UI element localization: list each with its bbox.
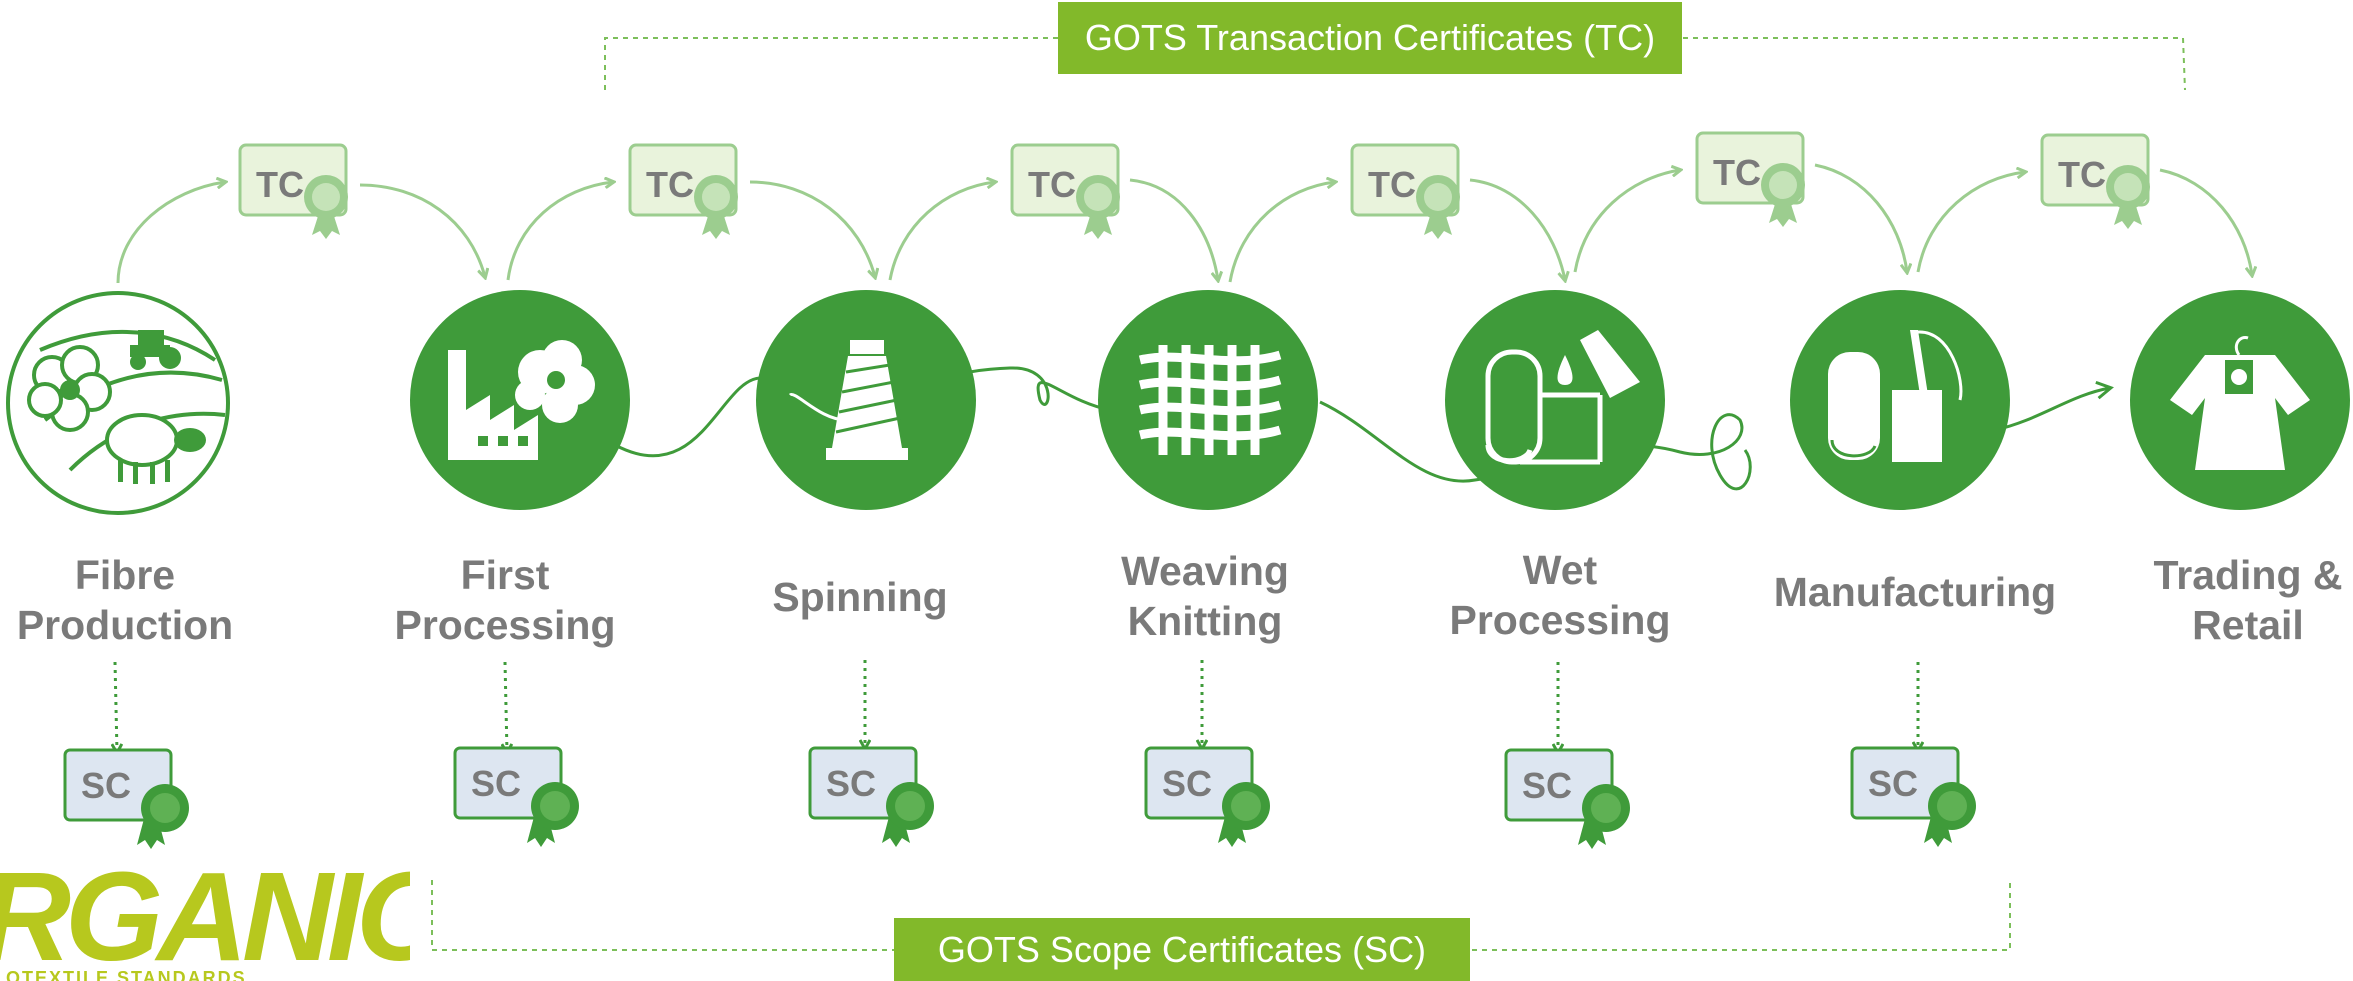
sc-certificate-icon: SC [63,748,189,849]
garment-tag-icon [2130,290,2350,510]
tc-arrow-in [2159,168,2252,275]
sc-label: SC [471,763,521,804]
logo-wordmark: RGANIC [0,868,410,981]
stage-label-line: First [460,552,550,598]
stage-label-wet-processing: Wet Processing [1435,545,1685,645]
stage-label-weaving-knitting: Weaving Knitting [1080,546,1330,646]
tc-label: TC [1713,152,1761,193]
tc-arrow-out [116,182,225,284]
tc-label: TC [1368,164,1416,205]
stage-label-line: Manufacturing [1773,569,2057,615]
tc-label: TC [646,164,694,205]
tc-arrow-out [1573,170,1680,273]
stage-label-line: Trading & [2153,552,2343,598]
stage-label-fibre-production: Fibre Production [0,550,250,650]
woven-fabric-icon [1098,290,1318,510]
stage-label-line: Weaving [1121,548,1289,594]
stage-label-line: Processing [1449,597,1671,643]
sc-certificates: SC SC SC SC SC [63,746,1976,849]
sc-arrow [115,661,117,752]
stage-label-line: Spinning [772,574,948,620]
tc-certificate-icon: TC [1010,143,1120,239]
tc-arrow-in [1129,178,1218,280]
dyeing-icon [1445,290,1665,510]
sc-label: SC [1162,763,1212,804]
stage-label-trading-retail: Trading & Retail [2128,550,2353,650]
stage-label-first-processing: First Processing [380,550,630,650]
tc-label: TC [1028,164,1076,205]
tc-certificates: TC TC TC TC TC [238,131,2150,239]
tc-certificate-icon: TC [1350,143,1460,239]
sc-bracket-line [431,880,2011,951]
sewing-icon [1790,290,2010,510]
tc-arrow-out [888,182,995,281]
yarn-spool-icon [756,290,976,510]
sc-arrow [505,661,507,752]
stage-label-line: Fibre [74,552,176,598]
stage-label-line: Processing [394,602,616,648]
factory-icon [410,290,630,510]
stage-label-manufacturing: Manufacturing [1760,567,2070,617]
tc-certificate-icon: TC [1695,131,1805,227]
gots-logo: RGANIC OTEXTILE STANDARDS [0,868,410,981]
stage-label-line: Knitting [1127,598,1283,644]
tc-arrow-in [1469,178,1565,280]
sc-certificate-icon: SC [1850,746,1976,847]
stage-label-line: Wet [1522,547,1598,593]
tc-label: TC [2058,154,2106,195]
sc-certificate-icon: SC [808,746,934,847]
yarn-flow-line [614,366,2110,491]
sc-banner: GOTS Scope Certificates (SC) [894,918,1470,981]
stage-label-line: Retail [2192,602,2304,648]
tc-certificate-icon: TC [238,143,348,239]
tc-arrow-out [1228,182,1335,283]
tc-arrow-in [749,180,875,277]
tc-arrow-out [506,182,613,281]
sc-label: SC [826,763,876,804]
stage-label-spinning: Spinning [735,572,985,622]
tc-label: TC [256,164,304,205]
farm-icon [6,291,230,515]
sc-label: SC [1522,765,1572,806]
stage-label-line: Production [16,602,234,648]
sc-certificate-icon: SC [1144,746,1270,847]
sc-label: SC [1868,763,1918,804]
sc-label: SC [81,765,131,806]
logo-subtitle: OTEXTILE STANDARDS [6,968,247,981]
tc-certificate-icon: TC [2040,133,2150,229]
tc-banner: GOTS Transaction Certificates (TC) [1058,2,1682,74]
sc-certificate-icon: SC [1504,748,1630,849]
tc-arrow-in [1814,163,1907,272]
tc-arrow-in [359,183,485,277]
tc-arrow-out [1916,172,2025,273]
sc-certificate-icon: SC [453,746,579,847]
tc-certificate-icon: TC [628,143,738,239]
